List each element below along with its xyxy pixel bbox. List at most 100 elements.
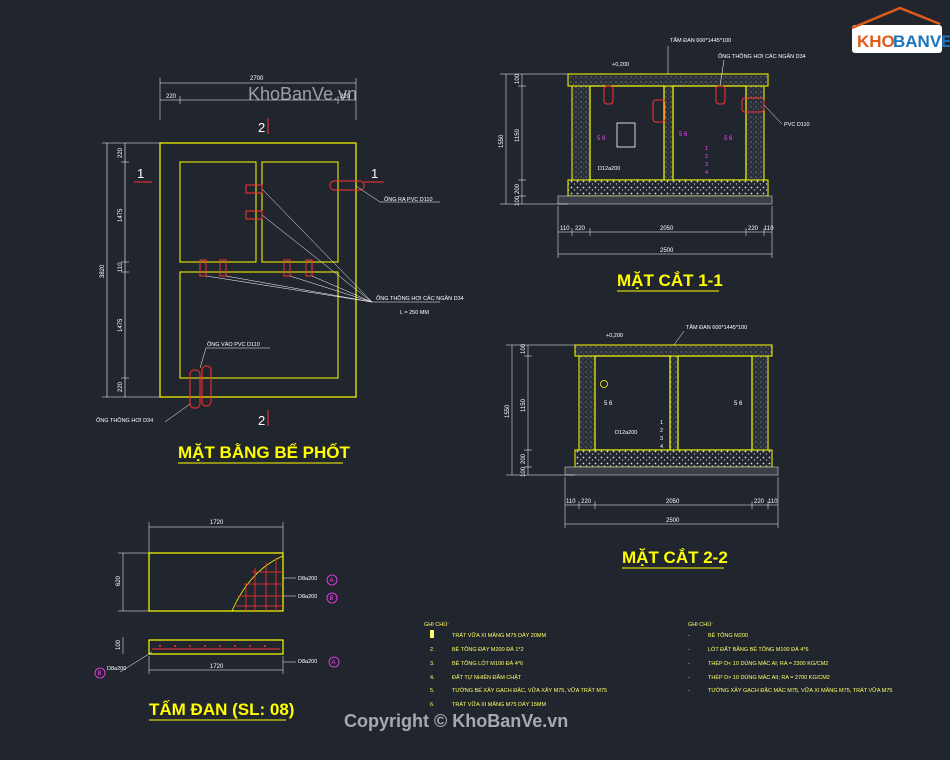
slab-dim-thk: 100 — [116, 639, 122, 650]
s2-base-slab — [574, 449, 773, 468]
s1-layer-4: 4 — [705, 170, 708, 176]
plan-title: MẶT BẰNG BỂ PHỐT — [178, 442, 351, 462]
plan-label-vent: ỐNG THÔNG HƠI CÁC NGĂN D34 — [376, 295, 464, 302]
s2-dim-b-total: 2500 — [666, 518, 680, 524]
s1-layer-3: 3 — [705, 162, 708, 168]
s2-layer-4: 4 — [660, 444, 663, 450]
slab-plan-outline — [148, 552, 284, 612]
plan-label-pipe-out: ỐNG RA PVC D110 — [384, 196, 433, 203]
s1-dim-top: 100 — [515, 73, 521, 84]
plan-section-mark-1-right: 1 — [371, 166, 378, 181]
notes-right: GHI CHÚ: - BÊ TÔNG M200 - LÓT ĐẤT BẰNG B… — [688, 621, 892, 694]
notes-right-item-4: THÉP D> 10 DÙNG MÁC AII; RA = 2700 KG/CM… — [708, 674, 830, 681]
plan-label-length: L = 250 MM — [400, 310, 429, 316]
s2-ground — [564, 466, 779, 476]
slab-dim-w-top: 1720 — [210, 520, 224, 526]
plan-label-vent-d34: ỐNG THÔNG HƠI D34 — [96, 417, 153, 424]
s1-label-d12: D12a200 — [598, 166, 620, 172]
plan-dim-v-mid1: 1475 — [118, 208, 124, 222]
s1-dim-bot2: 100 — [515, 195, 521, 206]
brand-logo[interactable]: KHO BANVE — [851, 6, 950, 53]
plan-chamber-1 — [179, 161, 257, 263]
s2-dim-bot2: 100 — [521, 466, 527, 477]
notes-left-num-6: 6. — [430, 702, 435, 708]
notes-left-item-3: BÊ TÔNG LÓT M100 ĐÁ 4*6 — [452, 659, 523, 667]
s2-dim-b-r2: 220 — [754, 499, 765, 505]
notes-right-dash-4: - — [688, 675, 690, 681]
notes-left: GHI CHÚ: TRÁT VỮA XI MĂNG M75 DÀY 20MM 2… — [424, 621, 607, 708]
notes-left-num-4: 4. — [430, 675, 435, 681]
slab-callout-b: B — [330, 596, 334, 602]
notes-right-header: GHI CHÚ: — [688, 621, 713, 628]
slab-title: TẤM ĐAN (SL: 08) — [149, 700, 294, 719]
section2-title: MẶT CẮT 2-2 — [622, 548, 728, 567]
s2-label-elev: +0,200 — [606, 333, 623, 339]
plan-dim-left: 220 — [166, 94, 177, 100]
s2-dim-b-left: 110 — [566, 499, 576, 505]
slab-rebar-c-label: D8a200 — [298, 659, 317, 665]
s1-label-elev: +0,200 — [612, 62, 629, 68]
slab-dim-h: 620 — [116, 575, 122, 586]
s2-dim-bot1: 200 — [521, 453, 527, 464]
logo-text-banve: BANVE — [893, 32, 950, 51]
s2-dim-b-l2: 220 — [581, 499, 592, 505]
s1-layer-1: 1 — [705, 146, 708, 152]
s1-top-slab — [567, 73, 769, 87]
s2-layer-3: 3 — [660, 436, 663, 442]
notes-right-item-1: BÊ TÔNG M200 — [708, 631, 748, 639]
s1-dim-total-h: 1550 — [499, 134, 505, 148]
s1-label-pvc: PVC D110 — [784, 122, 810, 128]
s1-dim-b-left: 110 — [560, 226, 570, 232]
s1-label-vent: ỐNG THÔNG HƠI CÁC NGĂN D34 — [718, 53, 806, 60]
s1-mark-56a: 5 6 — [597, 136, 606, 142]
notes-left-num-5: 5. — [430, 688, 435, 694]
plan-label-pipe-in: ỐNG VÀO PVC D110 — [207, 341, 260, 348]
slab-callout-a: A — [330, 578, 334, 584]
notes-right-item-2: LÓT ĐẤT BẰNG BÊ TÔNG M100 ĐÁ 4*6 — [708, 645, 809, 653]
plan-dim-total-width: 2700 — [250, 76, 264, 82]
s2-dim-b-right: 110 — [768, 499, 778, 505]
watermark-copyright: Copyright © KhoBanVe.vn — [344, 711, 568, 731]
plan-section-mark-2-top: 2 — [258, 120, 265, 135]
s1-dim-b-r2: 220 — [748, 226, 759, 232]
s1-base-slab — [567, 179, 769, 197]
plan-view: 2700 220 220 3820 220 1475 110 1475 220 — [96, 76, 464, 464]
house-roof-icon — [851, 6, 941, 30]
plan-section-mark-2-bottom: 2 — [258, 413, 265, 428]
s2-mark-56b: 5 6 — [734, 401, 743, 407]
plan-leaders — [164, 185, 440, 423]
s2-dim-mid: 1150 — [521, 398, 527, 412]
slab-rebar-a-label: D8a200 — [298, 576, 317, 582]
watermark-top: KhoBanVe.vn — [248, 84, 357, 104]
plan-chamber-3 — [179, 271, 339, 379]
s2-label-slab: TẤM ĐAN 600*1445*100 — [686, 324, 747, 331]
notes-right-dash-3: - — [688, 661, 690, 667]
notes-right-dash-5: - — [688, 688, 690, 694]
plan-dim-v-mid2: 110 — [118, 262, 124, 272]
slab-callout-c: A — [332, 660, 336, 666]
section-2-2: 5 6 5 6 1 2 3 4 D12a200 +0,200 TẤM ĐAN 6… — [505, 324, 779, 569]
plan-dim-total-height: 3820 — [100, 264, 106, 278]
s2-layer-1: 1 — [660, 420, 663, 426]
notes-right-item-5: TƯỜNG XÂY GẠCH ĐẶC MÁC M75, VỮA XI MĂNG … — [708, 687, 892, 694]
s1-layer-2: 2 — [705, 154, 708, 160]
plan-dim-v-mid3: 1475 — [118, 318, 124, 332]
notes-left-item-6: TRÁT VỮA XI MĂNG M75 DÀY 15MM — [452, 701, 546, 708]
section-1-1: 5 6 5 6 5 6 1 2 3 4 D12a200 +0,200 TẤM Đ… — [499, 37, 810, 292]
slab-rebar-d-label: D8a200 — [107, 666, 126, 672]
notes-right-item-3: THÉP D< 10 DÙNG MÁC AI; RA = 2300 KG/CM2 — [708, 660, 828, 667]
notes-right-dash-1: - — [688, 633, 690, 639]
slab-dim-w-bot: 1720 — [210, 664, 224, 670]
plan-dim-v-top: 220 — [118, 147, 124, 158]
notes-right-dash-2: - — [688, 647, 690, 653]
notes-left-num-3: 3. — [430, 661, 435, 667]
logo-text-kho: KHO — [857, 32, 895, 51]
s1-dim-b-l2: 220 — [575, 226, 586, 232]
plan-dim-right: 220 — [340, 94, 351, 100]
notes-left-num-2: 2. — [430, 647, 435, 653]
s2-label-d12: D12a200 — [615, 430, 637, 436]
s2-dim-total-h: 1550 — [505, 404, 511, 418]
s1-dim-mid: 1150 — [515, 128, 521, 142]
slab-callout-d: B — [98, 671, 102, 677]
